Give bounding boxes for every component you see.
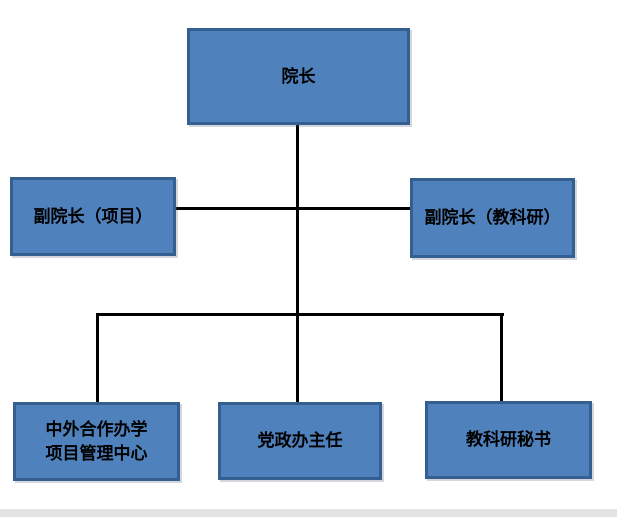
org-node-dean-label: 院长 [281, 66, 316, 87]
bottom-edge-strip [0, 509, 617, 517]
connector-drop-left [96, 316, 99, 402]
org-node-research-secretary: 教科研秘书 [425, 401, 592, 479]
connector-root-vertical [296, 125, 299, 402]
org-node-party-office-director: 党政办主任 [218, 402, 382, 480]
org-node-dean: 院长 [187, 28, 410, 125]
org-node-vice-dean-projects: 副院长（项目） [10, 177, 176, 256]
connector-vice-horizontal [176, 207, 410, 210]
connector-drop-right [500, 316, 503, 401]
org-node-party-office-director-label: 党政办主任 [257, 431, 343, 451]
org-node-vice-dean-research: 副院长（教科研） [410, 178, 575, 258]
org-node-project-management-center: 中外合作办学 项目管理中心 [13, 402, 180, 481]
org-node-research-secretary-label: 教科研秘书 [466, 430, 551, 450]
org-node-vice-dean-projects-label: 副院长（项目） [33, 206, 153, 227]
org-node-vice-dean-research-label: 副院长（教科研） [424, 208, 561, 228]
connector-children-horizontal [96, 313, 504, 316]
org-node-project-management-center-label: 中外合作办学 项目管理中心 [45, 419, 148, 464]
